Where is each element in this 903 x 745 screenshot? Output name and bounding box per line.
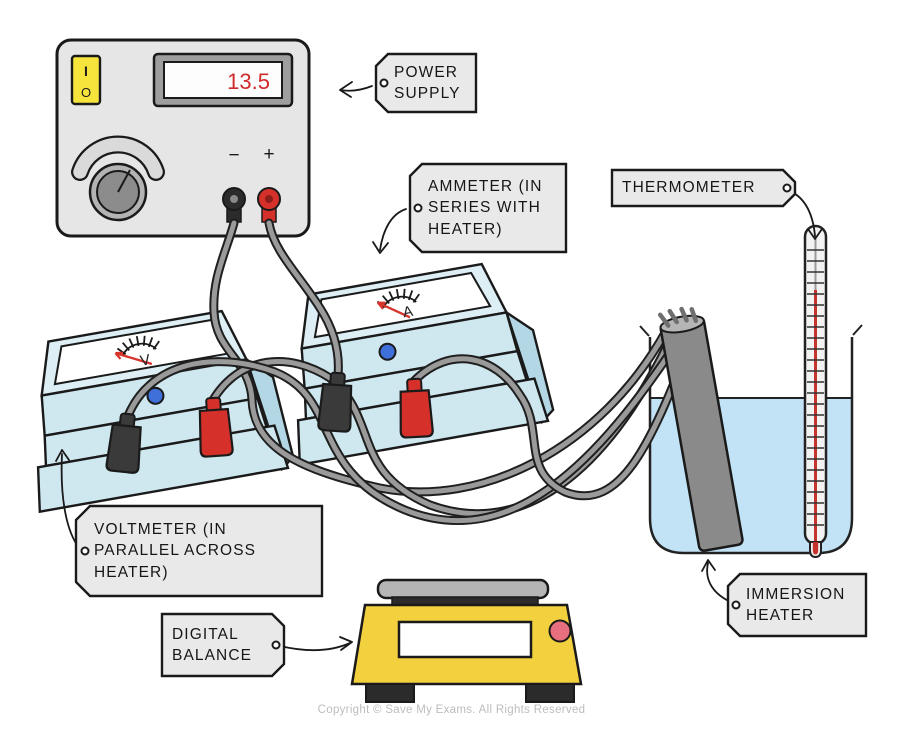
wire-ammeter-to-heater [411,331,697,499]
beaker-rim-right [852,324,863,336]
thermometer-device [803,224,828,559]
meter-plugs [105,371,434,474]
ammeter-black-plug [317,371,353,433]
positive-terminal-hole [265,195,273,203]
knob-pointer [117,169,131,193]
beaker-rim-left [639,325,650,337]
ammeter-label-tag: AMMETER (IN SERIES WITH HEATER) [408,162,568,254]
wire-voltmeter-black-to-heater [125,326,689,524]
immersion-heater-tag-shape [726,572,868,638]
wire-supply-to-heater [211,220,669,495]
power-supply-arrow [339,81,373,98]
heater-cap [659,314,705,334]
negative-terminal-label: − [228,145,239,166]
voltmeter-red-plug [198,396,234,458]
balance-foot-left [365,683,415,703]
digital-balance-tag-shape [160,612,286,678]
thermometer-label-tag: THERMOMETER [610,168,797,208]
knob-arc [73,137,163,179]
display-screen [163,61,283,99]
power-switch [70,54,102,106]
ammeter-arrow [372,208,407,254]
ammeter-tag-shape [408,162,568,254]
voltmeter-tag-shape [74,504,324,598]
voltmeter-dial-ticks [116,335,160,355]
power-supply-tag-shape [374,52,478,114]
power-supply-label-tag: POWER SUPPLY [374,52,478,114]
switch-on-label: I [84,63,88,79]
beaker-outline [648,337,854,555]
voltmeter-black-plug [105,412,142,474]
ammeter-red-plug [399,377,434,439]
thermometer-tag-shape [610,168,797,208]
immersion-heater-label: IMMERSION HEATER [746,585,846,624]
digital-balance-device [350,578,583,703]
balance-button [548,619,572,643]
copyright-notice: Copyright © Save My Exams. All Rights Re… [317,704,586,716]
ammeter-dial [313,271,492,339]
digital-balance-arrow [279,636,353,652]
thermometer-bulb-mercury [812,542,819,555]
thermometer-scale-ticks [807,249,824,526]
tag-hole [782,183,792,193]
tag-hole [80,546,90,556]
tag-hole [731,600,741,610]
display-value: 13.5 [227,69,270,94]
digital-balance-label-tag: DIGITAL BALANCE [160,612,286,678]
ammeter-label: AMMETER (IN SERIES WITH HEATER) [428,177,543,238]
wire-supply-to-ammeter [266,220,341,378]
thermometer-label: THERMOMETER [622,179,756,197]
tag-hole [379,78,389,88]
heater-wire-stubs [657,306,699,328]
power-supply-device: I O 13.5 − + [55,38,311,238]
voltmeter-needle [114,351,153,366]
ammeter-indicator-dot [378,342,397,361]
digital-balance-label: DIGITAL BALANCE [172,625,253,664]
positive-terminal-label: + [263,144,274,165]
tag-arrows [55,81,823,652]
immersion-heater-device [657,306,744,552]
balance-display [397,620,533,659]
ammeter-dial-letter: A [402,303,415,321]
voltmeter-label-tag: VOLTMETER (IN PARALLEL ACROSS HEATER) [74,504,324,598]
wires [123,218,699,526]
balance-foot-right [525,683,575,703]
switch-off-label: O [81,85,91,100]
voltmeter-dial-letter: V [139,351,152,369]
immersion-heater-label-tag: IMMERSION HEATER [726,572,868,638]
tag-hole [271,640,281,650]
tag-hole [413,203,423,213]
power-supply-label: POWER SUPPLY [394,63,461,102]
negative-terminal-hole [230,195,238,203]
ammeter-needle [376,301,411,319]
voltmeter-label: VOLTMETER (IN PARALLEL ACROSS HEATER) [94,520,257,581]
voltmeter-indicator-dot [146,386,165,405]
balance-plate [376,578,550,600]
